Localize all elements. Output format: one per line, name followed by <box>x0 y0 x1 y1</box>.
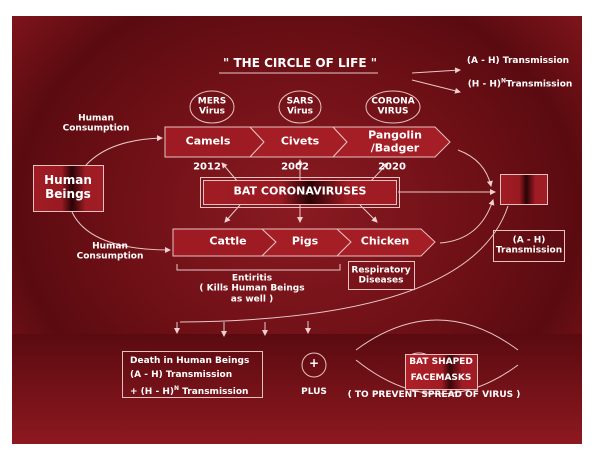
entiritis-label: Entiritis ( Kills Human Beings as well ) <box>199 273 305 305</box>
human-beings-box <box>33 165 104 212</box>
plus-circle <box>301 352 327 378</box>
facemask-line1: BAT SHAPED <box>409 356 473 367</box>
human-consumption-top: Human Consumption <box>62 113 130 134</box>
bat-coronaviruses-label: BAT CORONAVIRUSES <box>233 184 367 198</box>
facemask-box <box>405 354 478 390</box>
chevron-pangolin <box>331 126 451 158</box>
facemask-line2: FACEMASKS <box>410 372 472 383</box>
ah-transmission-label: (A - H) Transmission <box>495 235 563 256</box>
plus-label: PLUS <box>301 386 327 397</box>
plus-icon: + <box>308 356 320 371</box>
legend-hh: (H - H)NTransmission <box>467 77 573 90</box>
oval-sars <box>278 90 322 124</box>
bottom-chevron-row <box>172 228 436 257</box>
year-2020: 2020 <box>378 161 406 173</box>
death-box <box>122 351 263 398</box>
oval-mers <box>189 90 235 124</box>
human-consumption-bottom: Human Consumption <box>76 241 144 262</box>
civets-label: Civets <box>280 134 320 148</box>
human-beings-label: Human Beings <box>44 173 92 201</box>
year-2012: 2012 <box>193 161 221 173</box>
diagram-title: " THE CIRCLE OF LIFE " <box>223 56 377 71</box>
death-text: Death in Human Beings (A - H) Transmissi… <box>130 356 250 397</box>
respiratory-label: Respiratory Diseases <box>351 265 411 286</box>
respiratory-box <box>348 261 415 290</box>
pangolin-label: Pangolin /Badger <box>368 128 422 154</box>
camels-label: Camels <box>185 134 231 148</box>
prevent-spread-label: ( TO PREVENT SPREAD OF VIRUS ) <box>347 389 521 400</box>
pigs-label: Pigs <box>291 234 319 248</box>
chevron-chicken <box>335 228 436 257</box>
legend-ah: (A - H) Transmission <box>466 55 570 66</box>
top-chevron-row <box>164 126 451 158</box>
bat-coronaviruses-box <box>200 177 400 208</box>
chicken-label: Chicken <box>360 234 410 248</box>
ah-transmission-box <box>493 230 565 262</box>
year-2002: 2002 <box>281 161 309 173</box>
oval-corona <box>365 90 421 124</box>
cattle-label: Cattle <box>209 234 247 248</box>
transmission-hub-box <box>500 174 548 205</box>
